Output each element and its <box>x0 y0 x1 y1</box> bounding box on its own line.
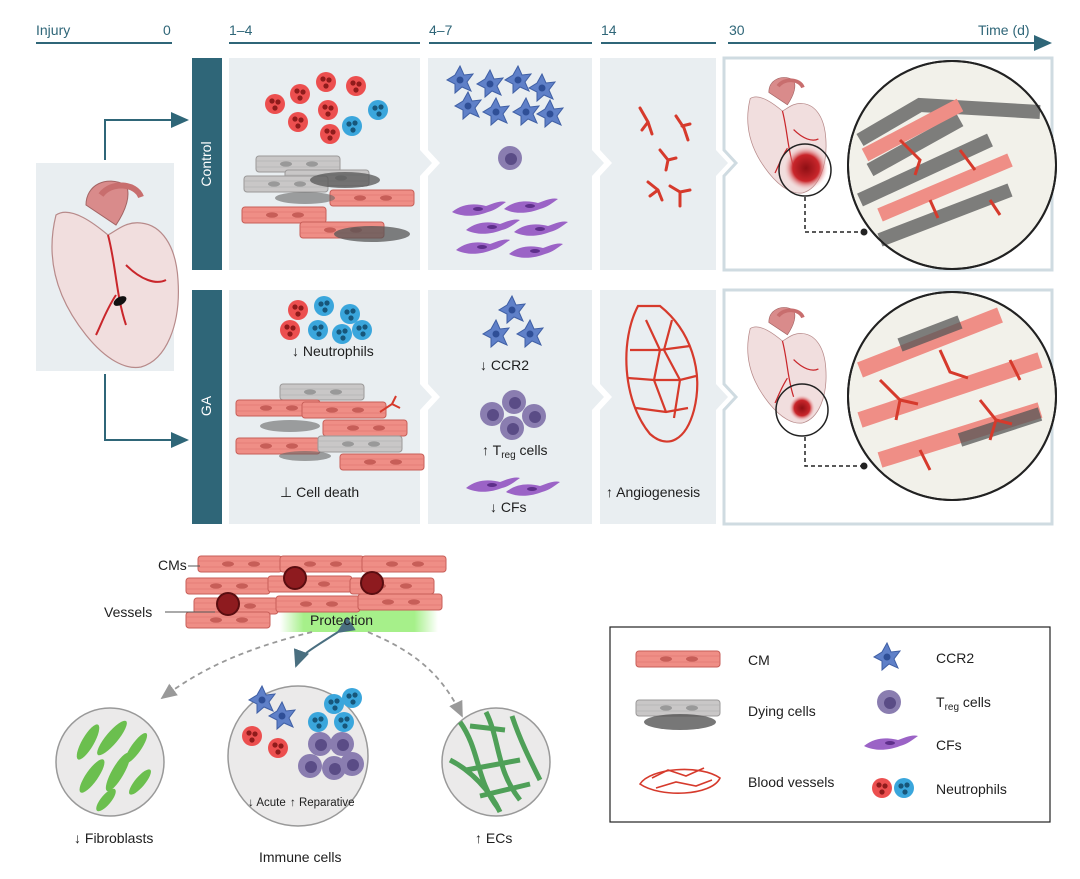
cell-death-text: Cell death <box>296 484 360 500</box>
ga-infarct <box>789 395 815 421</box>
control-row-label: Control <box>198 141 214 187</box>
arrow-to-ga <box>104 374 189 448</box>
ecs-text: ECs <box>485 830 513 846</box>
timeline-axis-label: Time (d) <box>978 22 1030 38</box>
down-arrow-icon: ↓ <box>292 343 299 359</box>
legend-neutrophils-label: Neutrophils <box>936 781 1007 797</box>
reparative-label: ↑ Reparative <box>290 797 355 809</box>
arrow-to-control <box>104 112 189 160</box>
fibroblasts-label: ↓ Fibroblasts <box>74 830 153 846</box>
timeline-zero-label: 0 <box>163 22 171 38</box>
legend-treg-swatch <box>877 690 901 714</box>
control-panel-3 <box>600 58 728 270</box>
control-row-bar <box>192 58 222 270</box>
legend-vessels-label: Blood vessels <box>748 774 835 790</box>
ga-cfs-label: ↓ CFs <box>490 499 527 515</box>
protection-label: Protection <box>310 612 374 628</box>
legend-treg-subscript: reg <box>944 702 960 713</box>
fibroblasts-circle <box>55 707 165 817</box>
ga-cell-death-label: ⊥ Cell death <box>280 484 359 501</box>
ga-vessel-mesh <box>625 304 699 443</box>
ecs-label: ↑ ECs <box>475 830 512 846</box>
immune-cells-label: Immune cells <box>259 849 342 865</box>
up-arrow-icon: ↑ <box>475 830 482 846</box>
timeline-4-7-label: 4–7 <box>429 22 453 38</box>
legend-dying-label: Dying cells <box>748 703 816 719</box>
treg-tail: cells <box>515 442 548 458</box>
legend-treg-text: T <box>936 694 945 710</box>
ga-angiogenesis-label: ↑ Angiogenesis <box>606 484 700 500</box>
ecs-circle <box>441 707 551 817</box>
control-zoom-ring <box>778 143 832 197</box>
ga-treg-label: ↑ Treg cells <box>482 442 548 461</box>
immune-cells-circle <box>227 685 369 827</box>
legend-dying-swatch <box>635 699 721 730</box>
legend-treg-tail: cells <box>959 694 991 710</box>
vessels-label: Vessels <box>104 604 153 620</box>
legend-treg-label: Treg cells <box>936 694 991 713</box>
control-infarct <box>784 146 828 190</box>
ga-row-bar <box>192 290 222 524</box>
ccr2-text: CCR2 <box>490 357 530 373</box>
timeline-1-4-label: 1–4 <box>229 22 253 38</box>
down-arrow-icon: ↓ <box>74 830 81 846</box>
mechanism-cm-stack <box>185 555 447 629</box>
protection-to-immune-arrow <box>293 616 356 668</box>
legend-cm-label: CM <box>748 652 770 668</box>
fibroblasts-text: Fibroblasts <box>84 830 154 846</box>
legend-cfs-label: CFs <box>936 737 962 753</box>
ga-zoom-circle <box>847 291 1057 501</box>
cms-label: CMs <box>158 557 187 573</box>
ga-ccr2-label: ↓ CCR2 <box>480 357 529 373</box>
ga-neutrophils-label: ↓ Neutrophils <box>292 343 374 359</box>
timeline-injury-label: Injury <box>36 22 71 38</box>
protection-to-fibro-arrow <box>160 631 313 700</box>
control-cm-stack <box>241 155 415 242</box>
ga-row-label: GA <box>198 395 214 417</box>
inhibit-icon: ⊥ <box>280 484 293 500</box>
protection-to-ec-arrow <box>367 631 463 718</box>
down-arrow-icon: ↓ <box>490 499 497 515</box>
control-vessel-fragments <box>638 106 692 208</box>
up-arrow-icon: ↑ <box>290 797 296 809</box>
timeline-14-label: 14 <box>601 22 617 38</box>
ga-cm-stack <box>235 383 425 471</box>
angiogenesis-text: Angiogenesis <box>616 484 701 500</box>
acute-text: Acute <box>256 797 286 809</box>
down-arrow-icon: ↓ <box>248 797 254 809</box>
down-arrow-icon: ↓ <box>480 357 487 373</box>
treg-text: T <box>492 442 502 458</box>
control-treg <box>498 146 522 170</box>
acute-label: ↓ Acute <box>248 797 286 809</box>
legend-ccr2-label: CCR2 <box>936 650 975 666</box>
injured-heart-illustration <box>52 181 178 367</box>
cfs-text: CFs <box>500 499 527 515</box>
neutrophils-text: Neutrophils <box>302 343 374 359</box>
reparative-text: Reparative <box>298 797 355 809</box>
up-arrow-icon: ↑ <box>606 484 613 500</box>
control-zoom-circle <box>847 60 1057 270</box>
up-arrow-icon: ↑ <box>482 442 489 458</box>
ga-zoom-ring <box>775 383 829 437</box>
legend-vessels-swatch <box>638 767 722 794</box>
treg-subscript: reg <box>501 450 516 461</box>
legend-cm-swatch <box>635 650 721 668</box>
timeline-30-label: 30 <box>729 22 745 38</box>
